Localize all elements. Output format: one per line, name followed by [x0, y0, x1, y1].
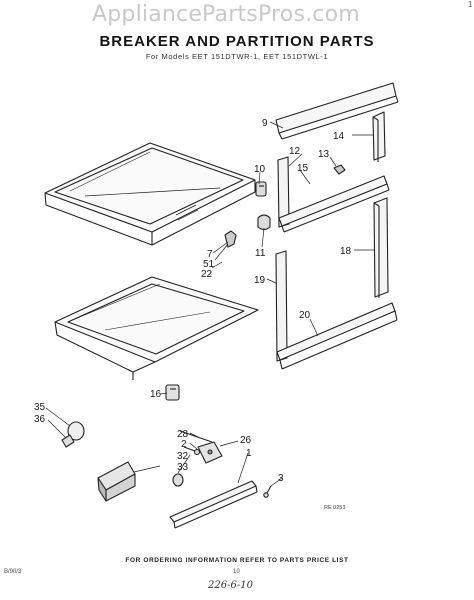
label-20: 20 — [299, 310, 311, 321]
part-20-bottom-rail — [276, 302, 398, 370]
part-26-bracket — [197, 441, 223, 464]
label-1: 1 — [246, 448, 252, 459]
part-18-tall-block — [373, 197, 389, 298]
label-33: 33 — [177, 462, 189, 473]
part-12-post — [277, 156, 290, 228]
label-28: 28 — [177, 429, 189, 440]
label-3: 3 — [278, 473, 284, 484]
label-2: 2 — [181, 439, 187, 450]
label-13: 13 — [318, 149, 330, 160]
label-18: 18 — [340, 246, 352, 257]
label-16: 16 — [150, 389, 162, 400]
label-11: 11 — [255, 248, 266, 259]
part-number-labels: 9 14 12 13 10 15 11 7 51 22 18 19 20 35 … — [34, 118, 352, 484]
part-9-top-rail — [275, 82, 399, 140]
part-33-box — [97, 461, 136, 502]
part-16-block — [165, 384, 180, 401]
label-15: 15 — [297, 163, 309, 174]
part-3-screw — [263, 485, 272, 498]
label-19: 19 — [254, 275, 266, 286]
lower-breaker-frame — [54, 276, 259, 380]
part-15-middle-rail — [278, 175, 390, 233]
ordering-footer: FOR ORDERING INFORMATION REFER TO PARTS … — [125, 557, 349, 564]
label-35: 35 — [34, 402, 46, 413]
page-code: B/90/3 — [4, 569, 22, 575]
watermark: AppliancePartsPros.com — [92, 2, 360, 27]
page-title: BREAKER AND PARTITION PARTS — [99, 33, 375, 50]
part-35-36-knob — [61, 421, 85, 448]
label-26: 26 — [240, 435, 252, 446]
diagram-reference-code: RE 0253 — [324, 505, 346, 511]
leader-lines — [45, 121, 374, 487]
label-12: 12 — [289, 146, 301, 157]
part-14-block — [372, 111, 386, 162]
part-7-clip — [224, 230, 237, 248]
part-11-clip — [257, 214, 271, 231]
page-number: 10 — [233, 569, 240, 575]
part-32-knob — [172, 473, 184, 487]
part-2-screw — [183, 446, 201, 456]
label-51: 51 — [203, 259, 215, 270]
upper-breaker-panel — [44, 142, 256, 246]
handwritten-note: 226-6-10 — [208, 580, 253, 591]
label-36: 36 — [34, 414, 46, 425]
part-10-clip — [255, 181, 267, 197]
corner-mark: 1 — [468, 0, 473, 9]
part-19-post — [275, 250, 288, 362]
part-1-strip — [169, 480, 258, 529]
model-subtitle: For Models EET 151DTWR-1, EET 151DTWL-1 — [145, 52, 329, 61]
label-22: 22 — [201, 269, 213, 280]
label-9: 9 — [262, 118, 268, 129]
label-10: 10 — [254, 164, 266, 175]
label-32: 32 — [177, 451, 189, 462]
part-28-rod — [179, 430, 213, 443]
part-13-clip — [333, 164, 346, 175]
label-7: 7 — [207, 249, 213, 260]
label-14: 14 — [333, 131, 345, 142]
